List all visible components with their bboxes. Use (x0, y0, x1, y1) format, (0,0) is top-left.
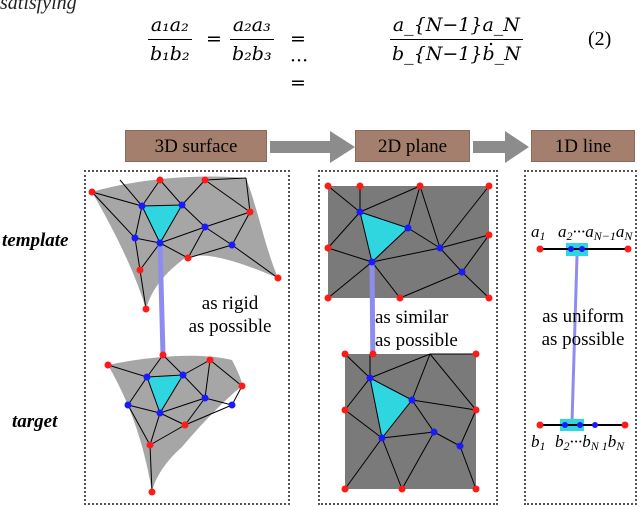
caption-uniform-line2: as possible (541, 329, 625, 350)
label-bN-sub: N (616, 439, 625, 453)
fraction-3: a_{N−1}a_N b_{N−1}b_N (390, 14, 523, 65)
label-a1: a1 (531, 222, 546, 244)
fraction-2-denominator: b₂b₃ (232, 43, 272, 65)
caption-rigid-line1: as rigid (201, 293, 259, 314)
caption-uniform: as uniform as possible (530, 305, 636, 351)
fraction-1-denominator: b₁b₂ (150, 43, 190, 65)
line-template (536, 243, 632, 256)
row-label-template: template (2, 230, 69, 251)
header-3d-surface: 3D surface (125, 130, 267, 162)
label-aN-sub: N (624, 229, 633, 243)
line-link (570, 255, 579, 423)
label-a1-sub: 1 (539, 229, 546, 243)
label-bN-base: b (607, 432, 617, 451)
fraction-3-denominator: b_{N−1}b_N (392, 43, 521, 65)
panel-2d-plane (318, 170, 498, 505)
label-a1-base: a (531, 222, 540, 241)
equation-period: . (488, 28, 495, 50)
fraction-1-bar (148, 39, 192, 40)
plane-target (341, 350, 480, 493)
label-b2: b2···bN 1bN (555, 432, 624, 454)
label-b1: b1 (531, 432, 546, 454)
label-aN-base: a (615, 222, 625, 241)
label-b2-base: b (555, 432, 564, 451)
label-a2: a2···aN−1aN (558, 222, 632, 244)
ellipsis-equals: = ··· = (290, 28, 309, 94)
surface-template (88, 176, 282, 356)
caption-similar-line1: as similar (375, 307, 449, 328)
label-a2-base: a (558, 222, 567, 241)
equals-sign-1: = (206, 28, 222, 50)
label-b1-base: b (531, 432, 540, 451)
panel-3d-surface (84, 170, 290, 505)
label-b-dots: ··· (569, 432, 583, 451)
caption-similar: as similar as possible (375, 306, 497, 352)
fraction-3-bar (390, 39, 523, 40)
pipeline-arrow-2 (473, 131, 529, 163)
header-1d-line: 1D line (531, 130, 635, 162)
label-aN1-sub: N−1 (593, 229, 616, 243)
equation-number: (2) (588, 28, 612, 50)
header-2d-plane: 2D plane (355, 130, 470, 162)
label-aN1-base: a (585, 222, 594, 241)
line-target (536, 419, 629, 431)
row-label-target: target (12, 411, 58, 432)
fraction-2: a₂a₃ b₂b₃ (230, 14, 274, 65)
surface-target (104, 351, 246, 496)
fraction-1: a₁a₂ b₁b₂ (148, 14, 192, 65)
label-b2-sub: 2 (563, 439, 570, 453)
fraction-2-bar (230, 39, 274, 40)
panel-1d-line (524, 170, 637, 505)
label-b1-sub: 1 (539, 439, 546, 453)
caption-rigid-line2: as possible (188, 316, 272, 337)
label-bN1-sub: N 1 (590, 439, 608, 453)
fraction-2-numerator: a₂a₃ (232, 14, 271, 36)
pipeline-arrow-1 (270, 131, 355, 163)
fraction-3-numerator: a_{N−1}a_N (392, 14, 520, 36)
caption-similar-line2: as possible (375, 330, 458, 351)
fraction-1-numerator: a₁a₂ (150, 14, 189, 36)
plane-template (324, 182, 493, 376)
label-a-dots: ··· (572, 222, 586, 241)
leading-text: satisfying (0, 0, 77, 14)
label-a2-sub: 2 (566, 229, 573, 243)
label-bN1-base: b (582, 432, 591, 451)
caption-uniform-line1: as uniform (542, 306, 624, 327)
caption-rigid: as rigid as possible (172, 292, 288, 338)
